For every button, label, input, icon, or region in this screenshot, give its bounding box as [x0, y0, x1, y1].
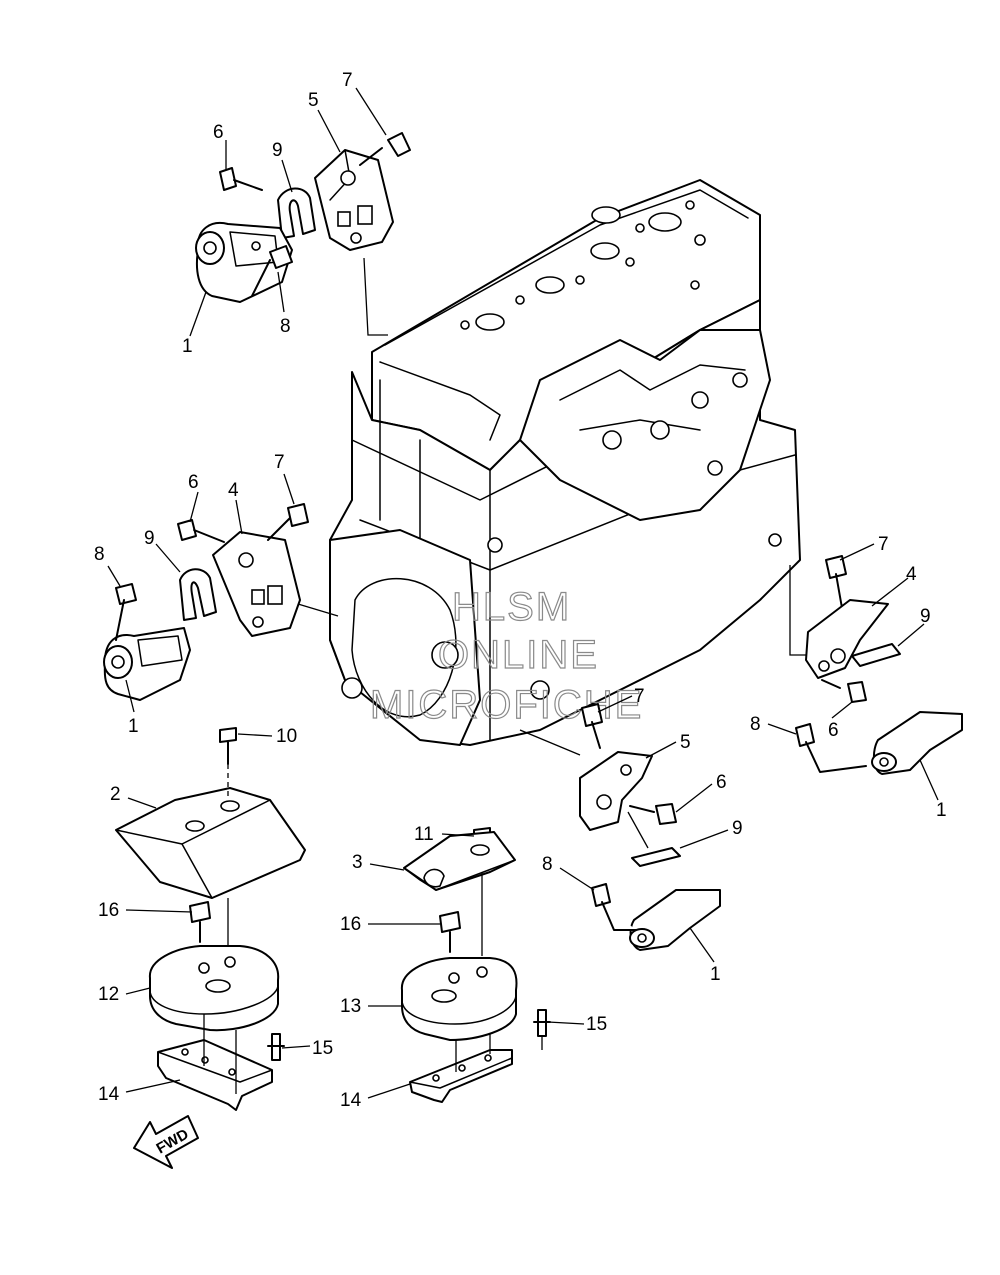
callout-7: 7	[274, 452, 285, 473]
callout-9: 9	[272, 140, 283, 161]
bolt-part-8b	[115, 583, 137, 641]
bracket-part-14b	[409, 1049, 513, 1103]
watermark-line-1: HLSM	[452, 585, 571, 629]
callout-7: 7	[878, 534, 889, 555]
bracket-part-4	[212, 531, 301, 637]
callout-3: 3	[352, 852, 363, 873]
callout-1: 1	[128, 716, 139, 737]
shim-part-9	[277, 187, 316, 239]
bolt-part-6b	[177, 519, 225, 543]
pad-part-13	[400, 957, 518, 1041]
bolt-part-7d	[581, 703, 603, 749]
callout-9: 9	[732, 818, 743, 839]
callout-2: 2	[110, 784, 121, 805]
callout-8: 8	[750, 714, 761, 735]
callout-8: 8	[542, 854, 553, 875]
callout-numbers: 7 5 6 9 1 8 6 4 7 8 9 1 7 4 9 8 6 1 7 5 …	[94, 70, 947, 1111]
mount-assembly-center-lower	[519, 703, 721, 951]
bolt-part-6c	[821, 679, 867, 703]
callout-1: 1	[182, 336, 193, 357]
cover-part-2	[115, 787, 306, 899]
callout-7: 7	[342, 70, 353, 91]
callout-6: 6	[716, 772, 727, 793]
bolt-part-16a	[189, 901, 211, 943]
shim-part-9c	[851, 643, 901, 667]
callout-6: 6	[188, 472, 199, 493]
callout-9: 9	[144, 528, 155, 549]
bolt-part-7b	[267, 503, 309, 541]
shim-part-9d	[631, 847, 681, 867]
callout-13: 13	[340, 996, 361, 1017]
callout-8: 8	[280, 316, 291, 337]
bracket-part-5d	[579, 751, 653, 831]
callout-5: 5	[308, 90, 319, 111]
callout-6: 6	[213, 122, 224, 143]
callout-15: 15	[586, 1014, 607, 1035]
callout-16: 16	[340, 914, 361, 935]
callout-11: 11	[414, 824, 434, 845]
pad-assembly-center	[400, 827, 551, 1103]
bracket-part-14a	[157, 1039, 273, 1111]
shim-part-9b	[179, 568, 217, 621]
watermark-line-2: ONLINE	[438, 633, 599, 677]
mount-assembly-right	[789, 555, 963, 775]
callout-5: 5	[680, 732, 691, 753]
callout-10: 10	[276, 726, 297, 747]
callout-1: 1	[710, 964, 721, 985]
bracket-part-4c	[805, 599, 889, 679]
bracket-part-5	[314, 149, 394, 251]
callout-1: 1	[936, 800, 947, 821]
bolt-part-8c	[795, 723, 867, 773]
bolt-part-8	[251, 245, 293, 297]
pad-assembly-left	[115, 727, 306, 1111]
callout-7: 7	[634, 686, 645, 707]
callout-6: 6	[828, 720, 839, 741]
bolt-part-16b	[439, 911, 461, 953]
callout-leaders	[107, 87, 939, 1099]
mount-assembly-upper-left	[195, 132, 411, 336]
callout-4: 4	[228, 480, 239, 501]
forward-direction-arrow-icon: FWD	[133, 1115, 199, 1169]
bolt-part-10	[219, 727, 237, 765]
callout-14: 14	[340, 1090, 362, 1111]
callout-8: 8	[94, 544, 105, 565]
callout-9: 9	[920, 606, 931, 627]
stud-part-15b	[533, 1009, 551, 1037]
callout-16: 16	[98, 900, 119, 921]
bolt-part-6d	[629, 803, 677, 825]
bolt-part-8d	[591, 883, 637, 931]
bolt-part-6	[219, 167, 263, 191]
callout-14: 14	[98, 1084, 120, 1105]
callout-4: 4	[906, 564, 917, 585]
callout-12: 12	[98, 984, 119, 1005]
engine-block	[329, 179, 801, 746]
bolt-part-7	[359, 132, 411, 166]
stud-part-15a	[267, 1033, 285, 1061]
mount-assembly-middle-left	[103, 503, 339, 701]
bolt-part-7c	[825, 555, 847, 609]
callout-15: 15	[312, 1038, 333, 1059]
